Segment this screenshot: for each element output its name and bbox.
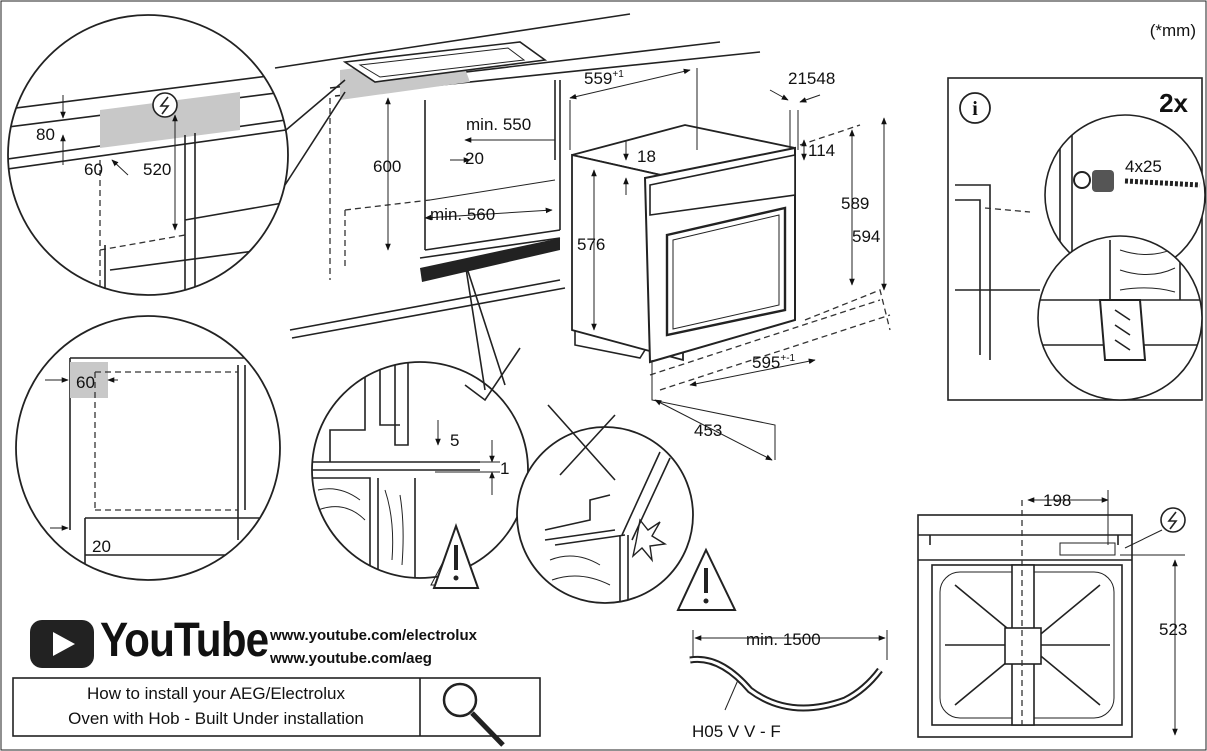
search-line-1: How to install your AEG/Electrolux — [87, 684, 345, 703]
detail-circle-top — [7, 14, 289, 296]
cable-length: min. 1500 — [746, 630, 821, 649]
cross-icon — [547, 404, 616, 481]
dim-595: 595+-1 — [752, 353, 796, 372]
link-aeg[interactable]: www.youtube.com/aeg — [270, 650, 432, 667]
count-2x: 2x — [1159, 88, 1188, 118]
dim-60-top: 60 — [84, 160, 103, 179]
dim-576: 576 — [577, 235, 605, 254]
oven-vent-strip — [420, 238, 560, 282]
dim-min-550: min. 550 — [466, 115, 531, 134]
search-box — [12, 677, 541, 747]
link-electrolux[interactable]: www.youtube.com/electrolux — [270, 627, 477, 644]
dim-114: 114 — [808, 141, 835, 160]
dim-589: 589 — [841, 194, 869, 213]
dim-1: 1 — [500, 459, 509, 478]
dim-198: 198 — [1043, 491, 1071, 510]
electric-symbol-icon-2 — [1160, 507, 1186, 533]
youtube-logo — [30, 620, 94, 668]
detail-circle-wrong — [516, 426, 694, 604]
screw-size: 4x25 — [1125, 157, 1162, 176]
dim-594: 594 — [852, 227, 880, 246]
cable-type: H05 V V - F — [692, 722, 781, 741]
dim-18: 18 — [637, 147, 656, 166]
youtube-wordmark: YouTube — [100, 614, 269, 667]
cable-drawing — [689, 630, 888, 712]
info-icon — [959, 92, 991, 124]
checkmark-icon — [464, 347, 521, 402]
dim-453: 453 — [694, 421, 722, 440]
magnifier-icon — [442, 682, 505, 747]
dim-21548: 21548 — [788, 69, 835, 88]
oven-body — [569, 68, 891, 461]
rear-view — [917, 490, 1186, 738]
collision-icon — [631, 518, 668, 563]
search-line-2: Oven with Hob - Built Under installation — [68, 709, 364, 728]
dim-520: 520 — [143, 160, 171, 179]
hob-top — [342, 41, 548, 83]
detail-circle-correct — [311, 361, 529, 589]
dim-60-left: 60 — [76, 373, 95, 392]
dim-600: 600 — [373, 157, 401, 176]
svg-text:i: i — [972, 98, 978, 120]
dim-559: 559+1 — [584, 69, 624, 88]
dim-20-left: 20 — [92, 537, 111, 556]
detail-circle-left — [15, 315, 281, 581]
worktop-cabinet — [274, 13, 761, 339]
dim-min-560: min. 560 — [430, 205, 495, 224]
info-box: i — [947, 77, 1206, 401]
dim-5: 5 — [450, 431, 459, 450]
electric-symbol-icon — [152, 92, 178, 118]
dim-523: 523 — [1159, 620, 1187, 639]
dim-80: 80 — [36, 125, 55, 144]
unit-note: (*mm) — [1150, 21, 1196, 40]
dim-20-worktop: 20 — [465, 149, 484, 168]
